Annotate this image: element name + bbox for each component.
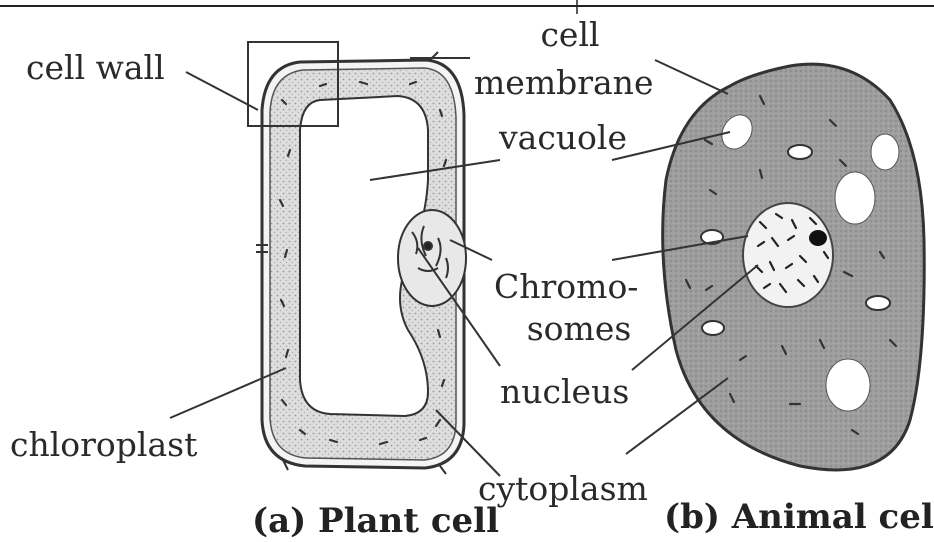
leader-cell-membrane-animal [655, 60, 728, 94]
label-cytoplasm: cytoplasm [478, 472, 648, 505]
label-vacuole: vacuole [499, 121, 627, 154]
label-cell-wall: cell wall [26, 51, 165, 84]
plant-cell [248, 42, 466, 474]
animal-nucleus [743, 203, 833, 307]
label-membrane: membrane [474, 66, 653, 99]
caption-plant-cell: (a) Plant cell [252, 504, 499, 538]
label-cell: cell [532, 18, 608, 51]
animal-nucleolus [809, 230, 827, 246]
plant-nucleus [398, 210, 466, 306]
animal-cell [663, 64, 925, 470]
caption-animal-cell: (b) Animal cell [664, 500, 934, 534]
label-chromosomes-line2: somes [520, 312, 638, 345]
label-chromosomes-line1: Chromo- [494, 270, 638, 303]
label-chloroplast: chloroplast [10, 428, 197, 461]
label-nucleus: nucleus [500, 375, 629, 408]
